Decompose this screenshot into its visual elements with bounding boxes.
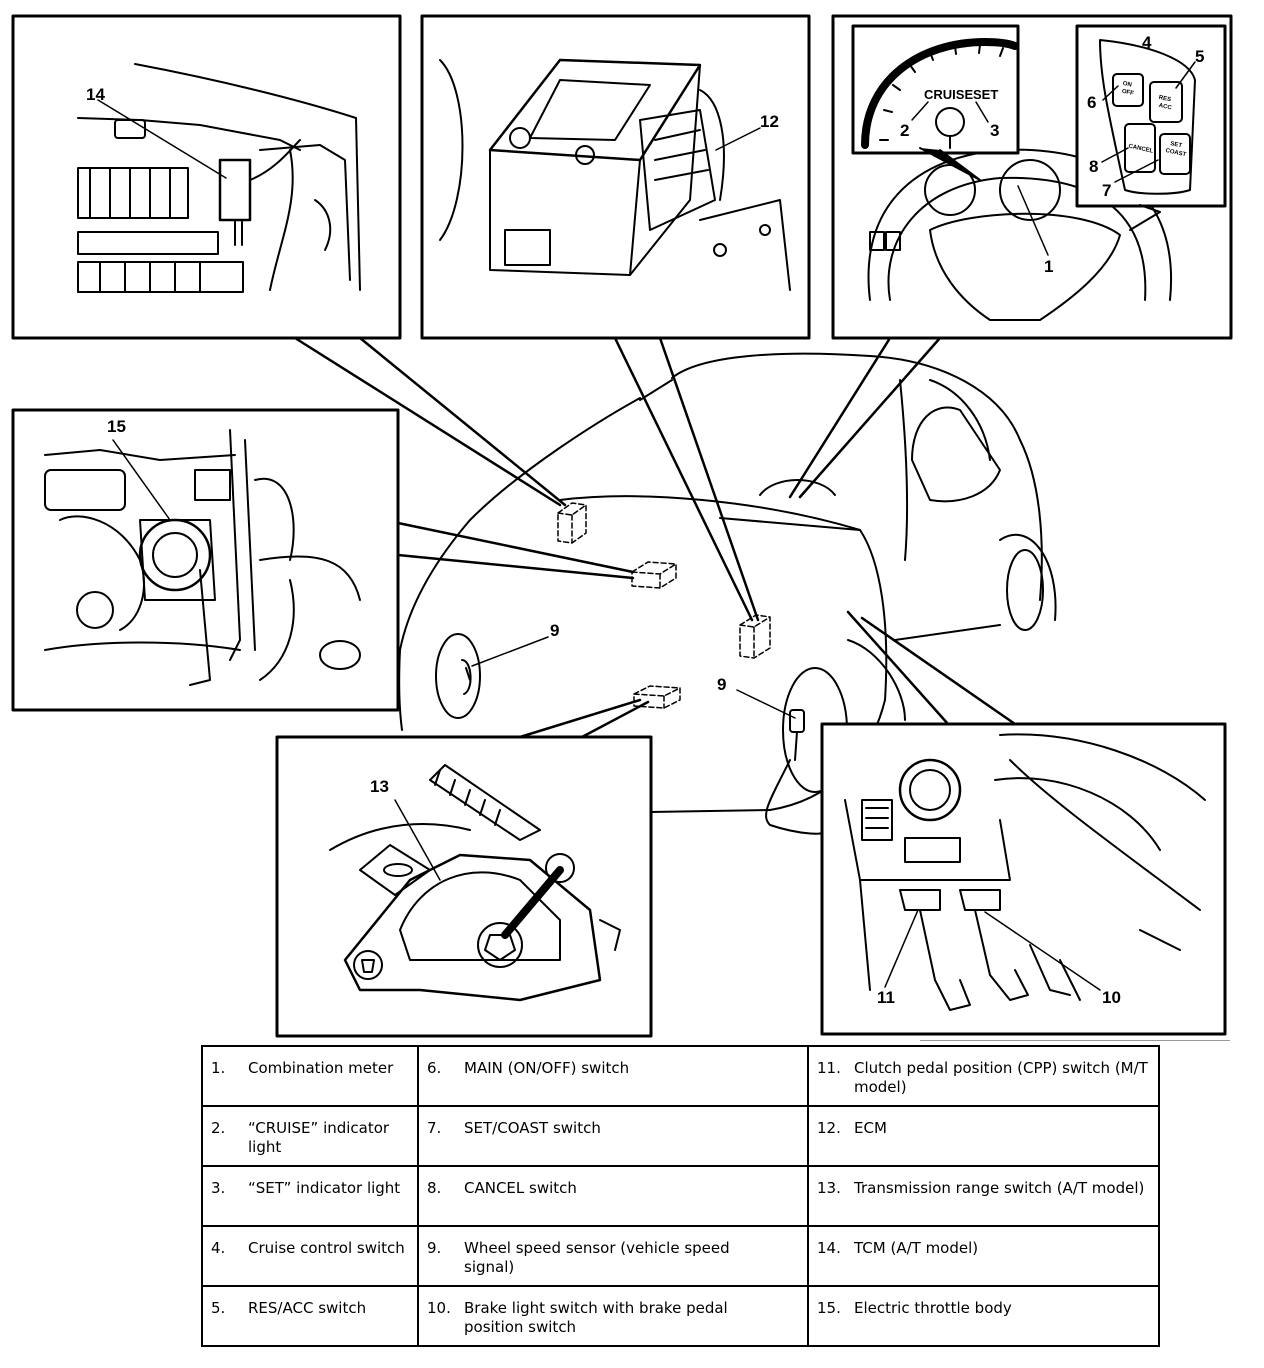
wheel-speed-sensor-right xyxy=(789,709,805,761)
legend-number: 8. xyxy=(427,1179,442,1197)
inset-throttle-body xyxy=(11,408,400,712)
legend-cell: 6. MAIN (ON/OFF) switch xyxy=(417,1045,809,1107)
legend-cell: 11. Clutch pedal position (CPP) switch (M… xyxy=(807,1045,1160,1107)
wheel-speed-sensor-left xyxy=(435,633,481,719)
inset-meter-switch xyxy=(831,14,1233,340)
inset-tcm xyxy=(11,14,402,340)
legend-text: SET/COAST switch xyxy=(464,1119,601,1137)
legend-number: 1. xyxy=(211,1059,226,1077)
cancel-button-label: CANCEL xyxy=(1128,144,1154,155)
legend-number: 9. xyxy=(427,1239,442,1257)
inset-transmission-range xyxy=(275,735,653,1038)
component-location-diagram: 1 2 3 4 5 6 7 8 9 9 10 11 12 13 14 15 CR… xyxy=(11,14,1233,1038)
legend-number: 2. xyxy=(211,1119,226,1137)
res-acc-button-label: RES xyxy=(1158,95,1171,103)
legend-cell: 12. ECM xyxy=(807,1105,1160,1167)
legend-number: 13. xyxy=(817,1179,841,1197)
callout-2: 2 xyxy=(900,121,909,140)
callout-11: 11 xyxy=(877,988,895,1007)
on-off-button-label: ON xyxy=(1122,81,1132,89)
legend-text: ECM xyxy=(854,1119,887,1137)
component-legend-table: 1. Combination meter 6. MAIN (ON/OFF) switc… xyxy=(201,1045,1160,1347)
callout-15: 15 xyxy=(107,417,126,436)
legend-text: TCM (A/T model) xyxy=(854,1239,979,1257)
legend-cell: 1. Combination meter xyxy=(201,1045,419,1107)
component-markers xyxy=(557,502,771,709)
separator-line xyxy=(920,1040,1230,1041)
legend-number: 15. xyxy=(817,1299,841,1317)
legend-cell: 13. Transmission range switch (A/T model) xyxy=(807,1165,1160,1227)
legend-text: CANCEL switch xyxy=(464,1179,577,1197)
set-indicator-label: SET xyxy=(973,87,998,102)
legend-cell: 8. CANCEL switch xyxy=(417,1165,809,1227)
on-off-button-label-2: OFF xyxy=(1121,89,1134,97)
legend-text: Clutch pedal position (CPP) switch (M/T … xyxy=(854,1059,1148,1096)
inset-ecm xyxy=(420,14,811,340)
callout-4: 4 xyxy=(1142,33,1152,52)
legend-number: 7. xyxy=(427,1119,442,1137)
legend-text: Brake light switch with brake pedal posi… xyxy=(464,1299,728,1336)
legend-cell: 7. SET/COAST switch xyxy=(417,1105,809,1167)
legend-text: “SET” indicator light xyxy=(248,1179,401,1197)
callout-1: 1 xyxy=(1044,257,1053,276)
legend-row: 3. “SET” indicator light 8. CANCEL switch 13… xyxy=(201,1165,1160,1227)
inset-pedals xyxy=(820,722,1227,1036)
set-coast-button-label: SET xyxy=(1170,141,1183,149)
legend-row: 1. Combination meter 6. MAIN (ON/OFF) switc… xyxy=(201,1045,1160,1107)
callout-13: 13 xyxy=(370,777,389,796)
legend-cell: 10. Brake light switch with brake pedal p… xyxy=(417,1285,809,1347)
legend-text: Combination meter xyxy=(248,1059,394,1077)
legend-cell: 9. Wheel speed sensor (vehicle speed sign… xyxy=(417,1225,809,1287)
callout-8: 8 xyxy=(1089,157,1098,176)
legend-number: 14. xyxy=(817,1239,841,1257)
legend-cell: 3. “SET” indicator light xyxy=(201,1165,419,1227)
callout-9-right: 9 xyxy=(717,675,726,694)
legend-text: Electric throttle body xyxy=(854,1299,1012,1317)
legend-number: 5. xyxy=(211,1299,226,1317)
legend-number: 11. xyxy=(817,1059,841,1077)
set-coast-button-label-2: COAST xyxy=(1165,148,1187,158)
legend-text: MAIN (ON/OFF) switch xyxy=(464,1059,630,1077)
legend-text: Wheel speed sensor (vehicle speed signal… xyxy=(464,1239,730,1276)
vehicle-outline xyxy=(398,352,1057,835)
legend-text: Transmission range switch (A/T model) xyxy=(854,1179,1145,1197)
callout-10: 10 xyxy=(1102,988,1121,1007)
cruise-indicator-label: CRUISE xyxy=(924,87,973,102)
legend-row: 2. “CRUISE” indicator light 7. SET/COAST sw… xyxy=(201,1105,1160,1167)
callout-14: 14 xyxy=(86,85,105,104)
legend-row: 5. RES/ACC switch 10. Brake light switch wi… xyxy=(201,1285,1160,1347)
callout-5: 5 xyxy=(1195,47,1204,66)
res-acc-button-label-2: ACC xyxy=(1158,103,1173,112)
legend-cell: 14. TCM (A/T model) xyxy=(807,1225,1160,1287)
legend-cell: 2. “CRUISE” indicator light xyxy=(201,1105,419,1167)
legend-row: 4. Cruise control switch 9. Wheel speed sen… xyxy=(201,1225,1160,1287)
callout-9-left: 9 xyxy=(550,621,559,640)
legend-number: 10. xyxy=(427,1299,451,1317)
legend-number: 6. xyxy=(427,1059,442,1077)
legend-number: 4. xyxy=(211,1239,226,1257)
legend-text: “CRUISE” indicator light xyxy=(248,1119,390,1156)
callout-12: 12 xyxy=(760,112,779,131)
callout-7: 7 xyxy=(1102,181,1111,200)
callout-6: 6 xyxy=(1087,93,1096,112)
legend-cell: 5. RES/ACC switch xyxy=(201,1285,419,1347)
inset-leader-lines xyxy=(293,336,1017,739)
legend-cell: 15. Electric throttle body xyxy=(807,1285,1160,1347)
legend-number: 12. xyxy=(817,1119,841,1137)
legend-cell: 4. Cruise control switch xyxy=(201,1225,419,1287)
legend-text: RES/ACC switch xyxy=(248,1299,367,1317)
legend-number: 3. xyxy=(211,1179,226,1197)
callout-3: 3 xyxy=(990,121,999,140)
legend-text: Cruise control switch xyxy=(248,1239,405,1257)
